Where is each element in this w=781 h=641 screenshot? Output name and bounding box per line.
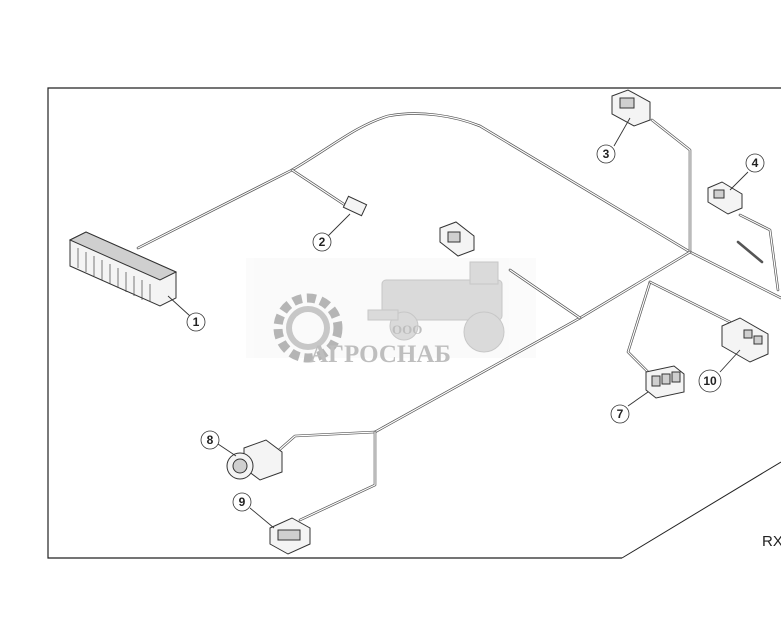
callout-7: 7 xyxy=(610,404,630,424)
callout-3: 3 xyxy=(596,144,616,164)
connector-center xyxy=(439,221,475,257)
connector-10 xyxy=(721,317,769,363)
connector-3 xyxy=(611,89,651,127)
callout-label-4: 4 xyxy=(752,156,759,170)
callout-label-9: 9 xyxy=(239,495,246,509)
diagram-frame xyxy=(47,87,781,559)
watermark-company-name: АГРОСНАБ xyxy=(310,341,451,368)
callout-leaders xyxy=(167,117,749,529)
watermark-logo: ООО АГРОСНАБ xyxy=(246,258,536,368)
connector-7 xyxy=(645,365,685,399)
callout-2: 2 xyxy=(312,232,332,252)
gear-icon xyxy=(273,293,343,363)
connector-8 xyxy=(226,439,283,481)
reference-code: RX xyxy=(762,533,781,550)
connector-1 xyxy=(68,231,178,307)
callout-label-7: 7 xyxy=(617,407,624,421)
callout-9: 9 xyxy=(232,492,252,512)
callout-label-8: 8 xyxy=(207,433,214,447)
callout-label-3: 3 xyxy=(603,147,610,161)
callout-4: 4 xyxy=(745,153,765,173)
connector-4 xyxy=(707,181,743,215)
callout-10: 10 xyxy=(698,369,722,393)
callout-8: 8 xyxy=(200,430,220,450)
callout-1: 1 xyxy=(186,312,206,332)
watermark-prefix: ООО xyxy=(392,322,422,337)
callout-label-1: 1 xyxy=(193,315,200,329)
connector-2 xyxy=(342,195,368,217)
connector-9 xyxy=(269,517,311,555)
combine-harvester-icon xyxy=(367,261,505,353)
callout-label-10: 10 xyxy=(703,374,717,388)
callout-label-2: 2 xyxy=(319,235,326,249)
